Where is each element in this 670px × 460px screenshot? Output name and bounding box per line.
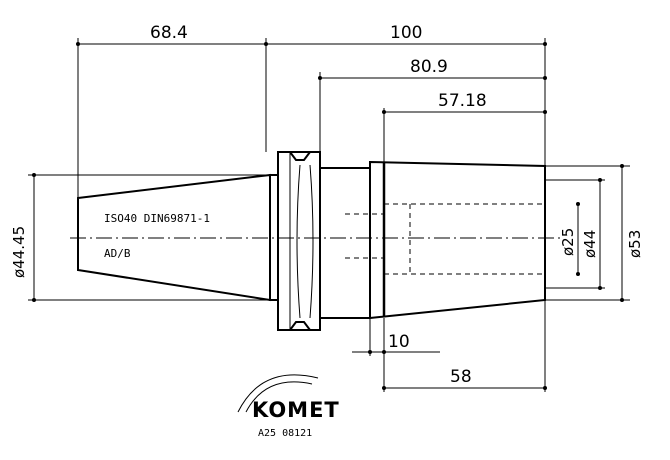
komet-logo: KOMET A25 08121 — [237, 374, 340, 439]
dim-outer-diameter: ø53 — [626, 230, 644, 258]
flange-groove — [289, 152, 314, 330]
dim-taper-diameter: ø44.45 — [10, 226, 28, 278]
dim-bore-depth: 58 — [450, 367, 472, 387]
coolant-hidden — [345, 213, 384, 259]
body — [369, 160, 546, 320]
logo-brand: KOMET — [252, 398, 340, 422]
extension-lines — [28, 38, 630, 392]
dim-bore-diameter: ø25 — [559, 228, 577, 256]
logo-arc-icon — [237, 374, 319, 413]
flange-groove-v — [289, 151, 311, 331]
body-neck — [320, 167, 370, 319]
dim-offset: 10 — [388, 332, 410, 352]
dim-body-length: 57.18 — [438, 91, 487, 111]
logo-arc-inner-icon — [245, 381, 313, 413]
tool-holder-outline — [70, 151, 560, 331]
dim-taper-length: 68.4 — [150, 23, 188, 43]
note-form: AD/B — [104, 247, 131, 260]
bore-hidden — [384, 203, 545, 275]
logo-code: A25 08121 — [258, 428, 312, 439]
dim-overall-length: 100 — [390, 23, 422, 43]
note-standard: ISO40 DIN69871-1 — [104, 212, 210, 225]
dim-body-diameter: ø44 — [581, 230, 599, 258]
dim-shank-length: 80.9 — [410, 57, 448, 77]
dimension-lines — [32, 42, 624, 390]
flange — [277, 151, 321, 331]
